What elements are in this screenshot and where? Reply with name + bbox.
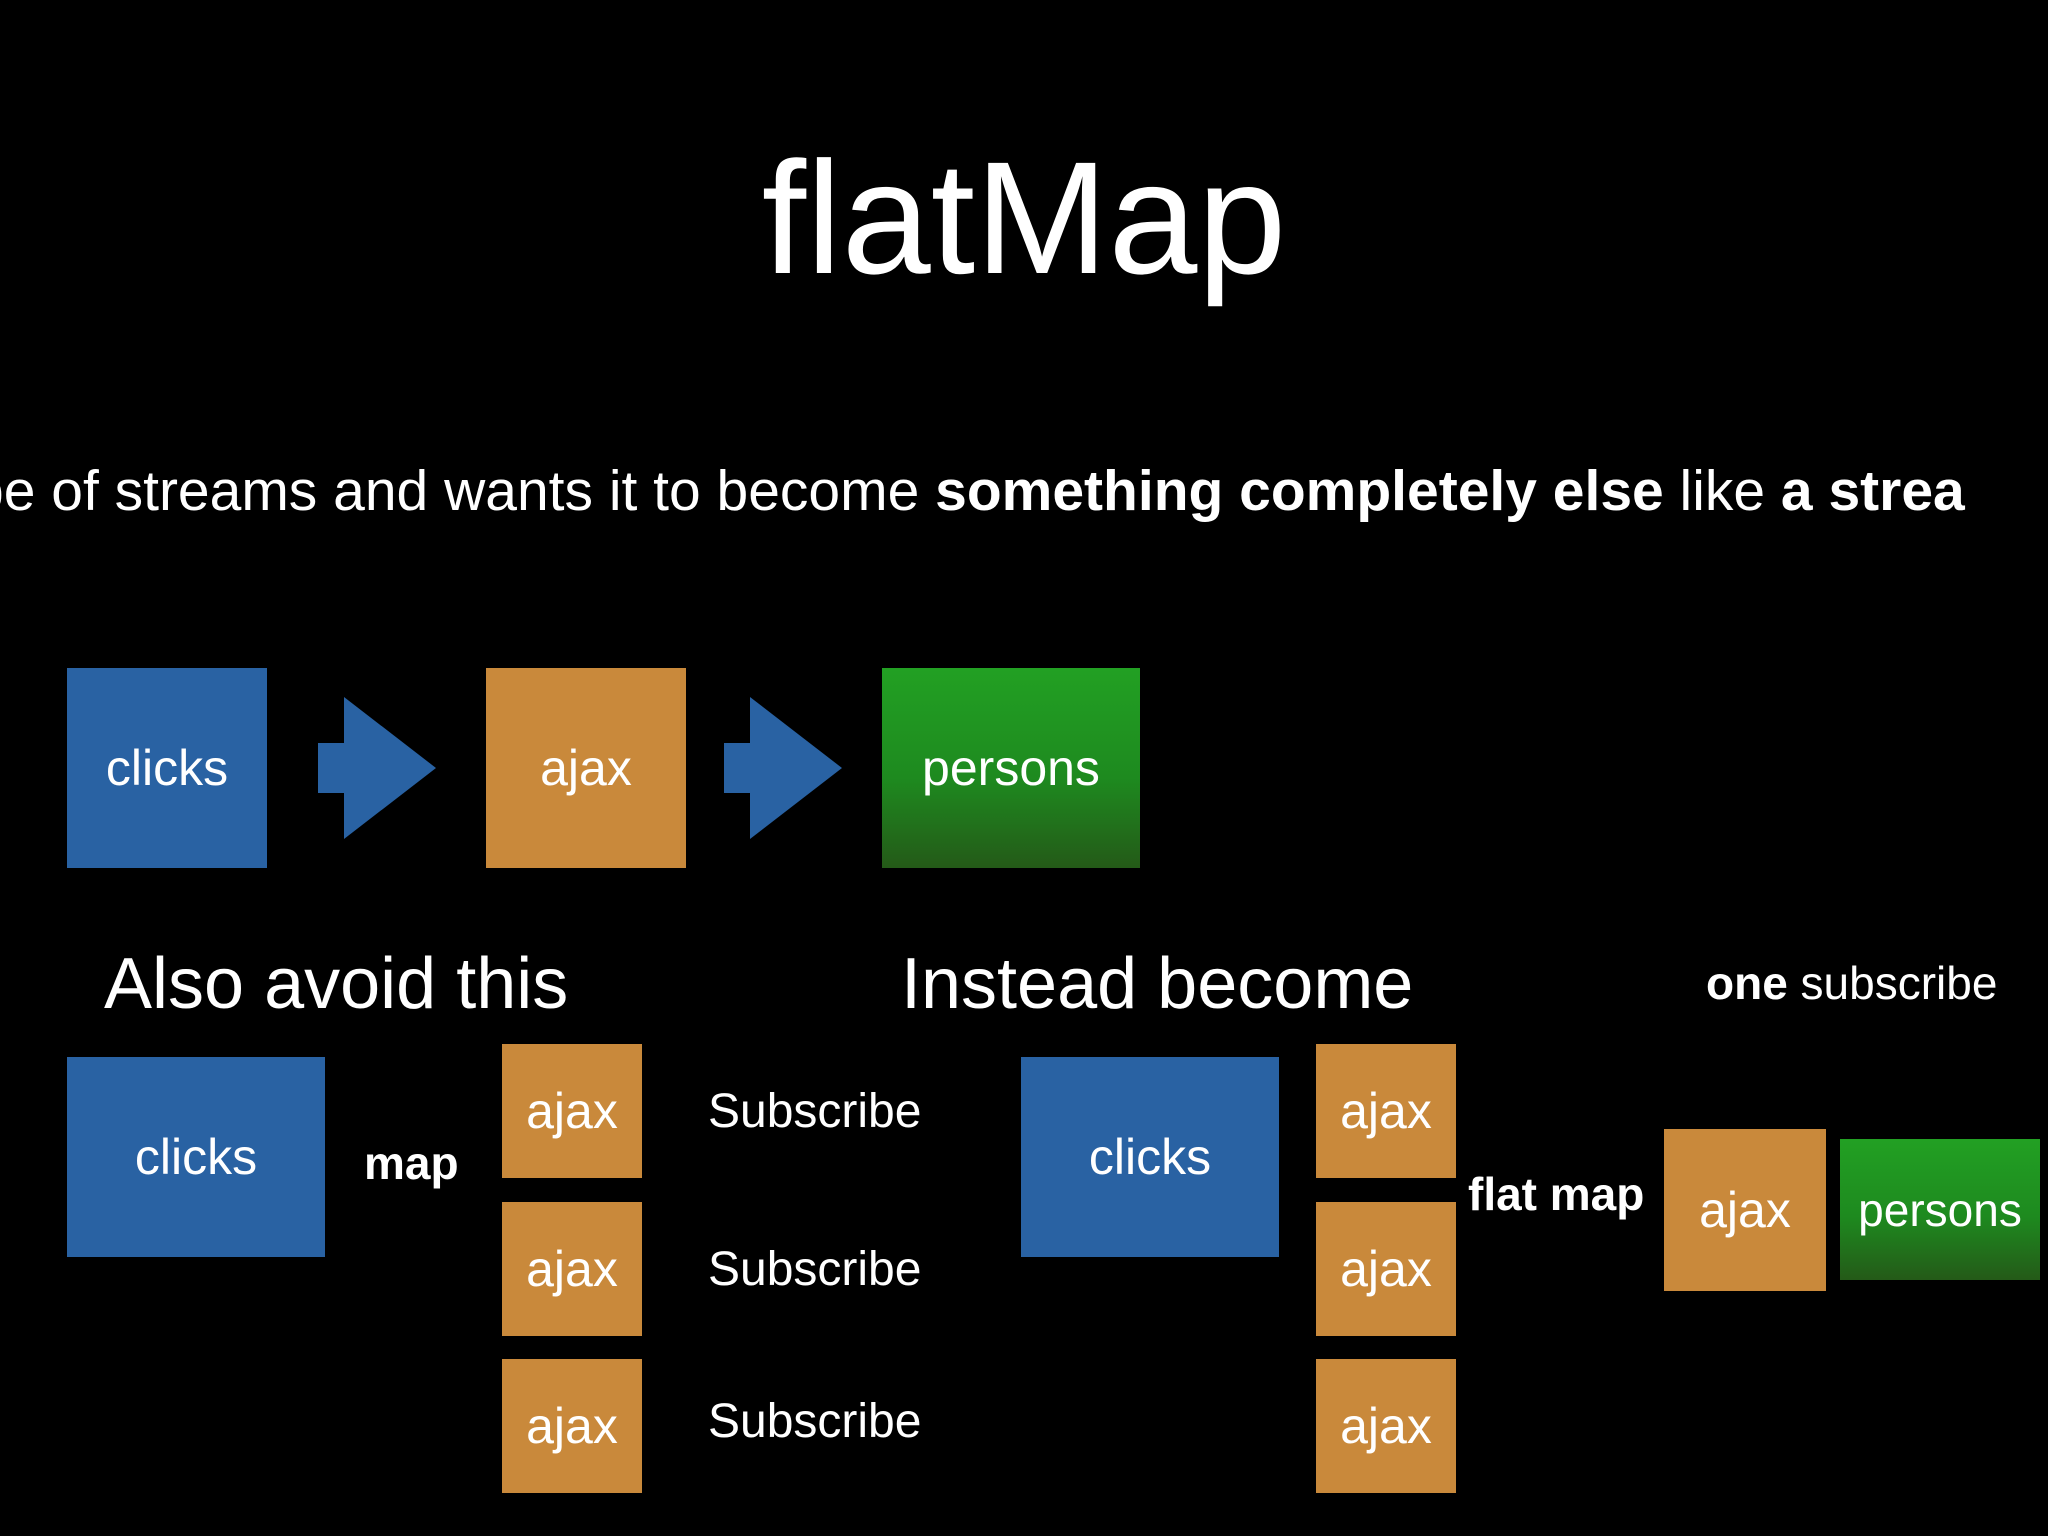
instead-ajax-box-1: ajax bbox=[1316, 1044, 1456, 1178]
slide-title: flatMap bbox=[761, 128, 1287, 307]
subscribe-label-1: Subscribe bbox=[708, 1085, 922, 1138]
avoid-ajax-box-1: ajax bbox=[502, 1044, 642, 1178]
result-persons-box: persons bbox=[1840, 1139, 2040, 1280]
avoid-ajax-box-2: ajax bbox=[502, 1202, 642, 1336]
result-ajax-box: ajax bbox=[1664, 1129, 1826, 1291]
persons-stream-box: persons bbox=[882, 668, 1140, 868]
avoid-clicks-box: clicks bbox=[67, 1057, 325, 1257]
one-subscribe-label: one subscribe bbox=[1706, 955, 1997, 1011]
subtitle-part-1: pe of streams and wants it to become bbox=[0, 459, 936, 523]
avoid-ajax-box-3: ajax bbox=[502, 1359, 642, 1493]
right-arrow-icon bbox=[724, 697, 842, 839]
one-subscribe-bold: one bbox=[1706, 957, 1788, 1009]
instead-ajax-box-3: ajax bbox=[1316, 1359, 1456, 1493]
subscribe-label-3: Subscribe bbox=[708, 1395, 922, 1448]
subtitle-bold-1: something completely else bbox=[935, 459, 1664, 523]
right-arrow-icon bbox=[318, 697, 436, 839]
flat-map-label: flat map bbox=[1468, 1168, 1645, 1220]
ajax-stream-box: ajax bbox=[486, 668, 686, 868]
instead-ajax-box-2: ajax bbox=[1316, 1202, 1456, 1336]
instead-clicks-box: clicks bbox=[1021, 1057, 1279, 1257]
avoid-heading: Also avoid this bbox=[104, 944, 569, 1024]
subtitle-bold-2: a strea bbox=[1780, 459, 1965, 523]
map-label: map bbox=[364, 1137, 459, 1189]
instead-heading: Instead become bbox=[901, 944, 1414, 1024]
one-subscribe-rest: subscribe bbox=[1787, 957, 1998, 1009]
subscribe-label-2: Subscribe bbox=[708, 1243, 922, 1296]
clicks-stream-box: clicks bbox=[67, 668, 267, 868]
subtitle-part-2: like bbox=[1663, 459, 1781, 523]
slide-subtitle: pe of streams and wants it to become som… bbox=[0, 456, 1965, 526]
